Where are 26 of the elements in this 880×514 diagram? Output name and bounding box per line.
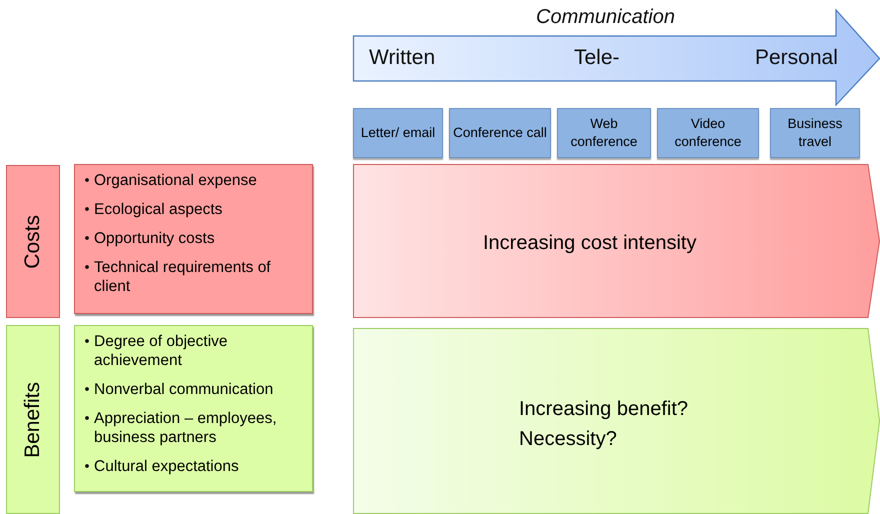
category-box: [6, 165, 60, 318]
category-box: [6, 325, 60, 514]
axis-title: Communication: [536, 6, 675, 29]
channel-box: [449, 108, 551, 158]
channel-label: Video conference: [674, 115, 742, 151]
channel-box: [657, 108, 759, 158]
list-box: [74, 164, 313, 314]
channel-label: Conference call: [452, 124, 548, 142]
scale-label: Tele-: [574, 46, 620, 70]
category-label: Costs: [21, 214, 45, 268]
channel-box: [353, 108, 443, 158]
scale-label: Personal: [755, 46, 838, 70]
chevron-shape: [353, 328, 880, 514]
chevron-shape: [353, 164, 880, 318]
chevron-label: Increasing benefit?: [519, 397, 688, 422]
list-box: [74, 325, 313, 492]
chevron-label: Increasing cost intensity: [483, 231, 696, 256]
communication-arrow: [353, 6, 880, 106]
channel-label: Business travel: [786, 115, 844, 151]
channel-label: Web conference: [570, 115, 638, 151]
category-label: Benefits: [21, 382, 45, 458]
channel-label: Letter/ email: [360, 124, 436, 142]
channel-box: [557, 108, 651, 158]
scale-label: Written: [369, 46, 436, 70]
chevron-label: Necessity?: [519, 427, 618, 452]
channel-box: [770, 108, 860, 158]
